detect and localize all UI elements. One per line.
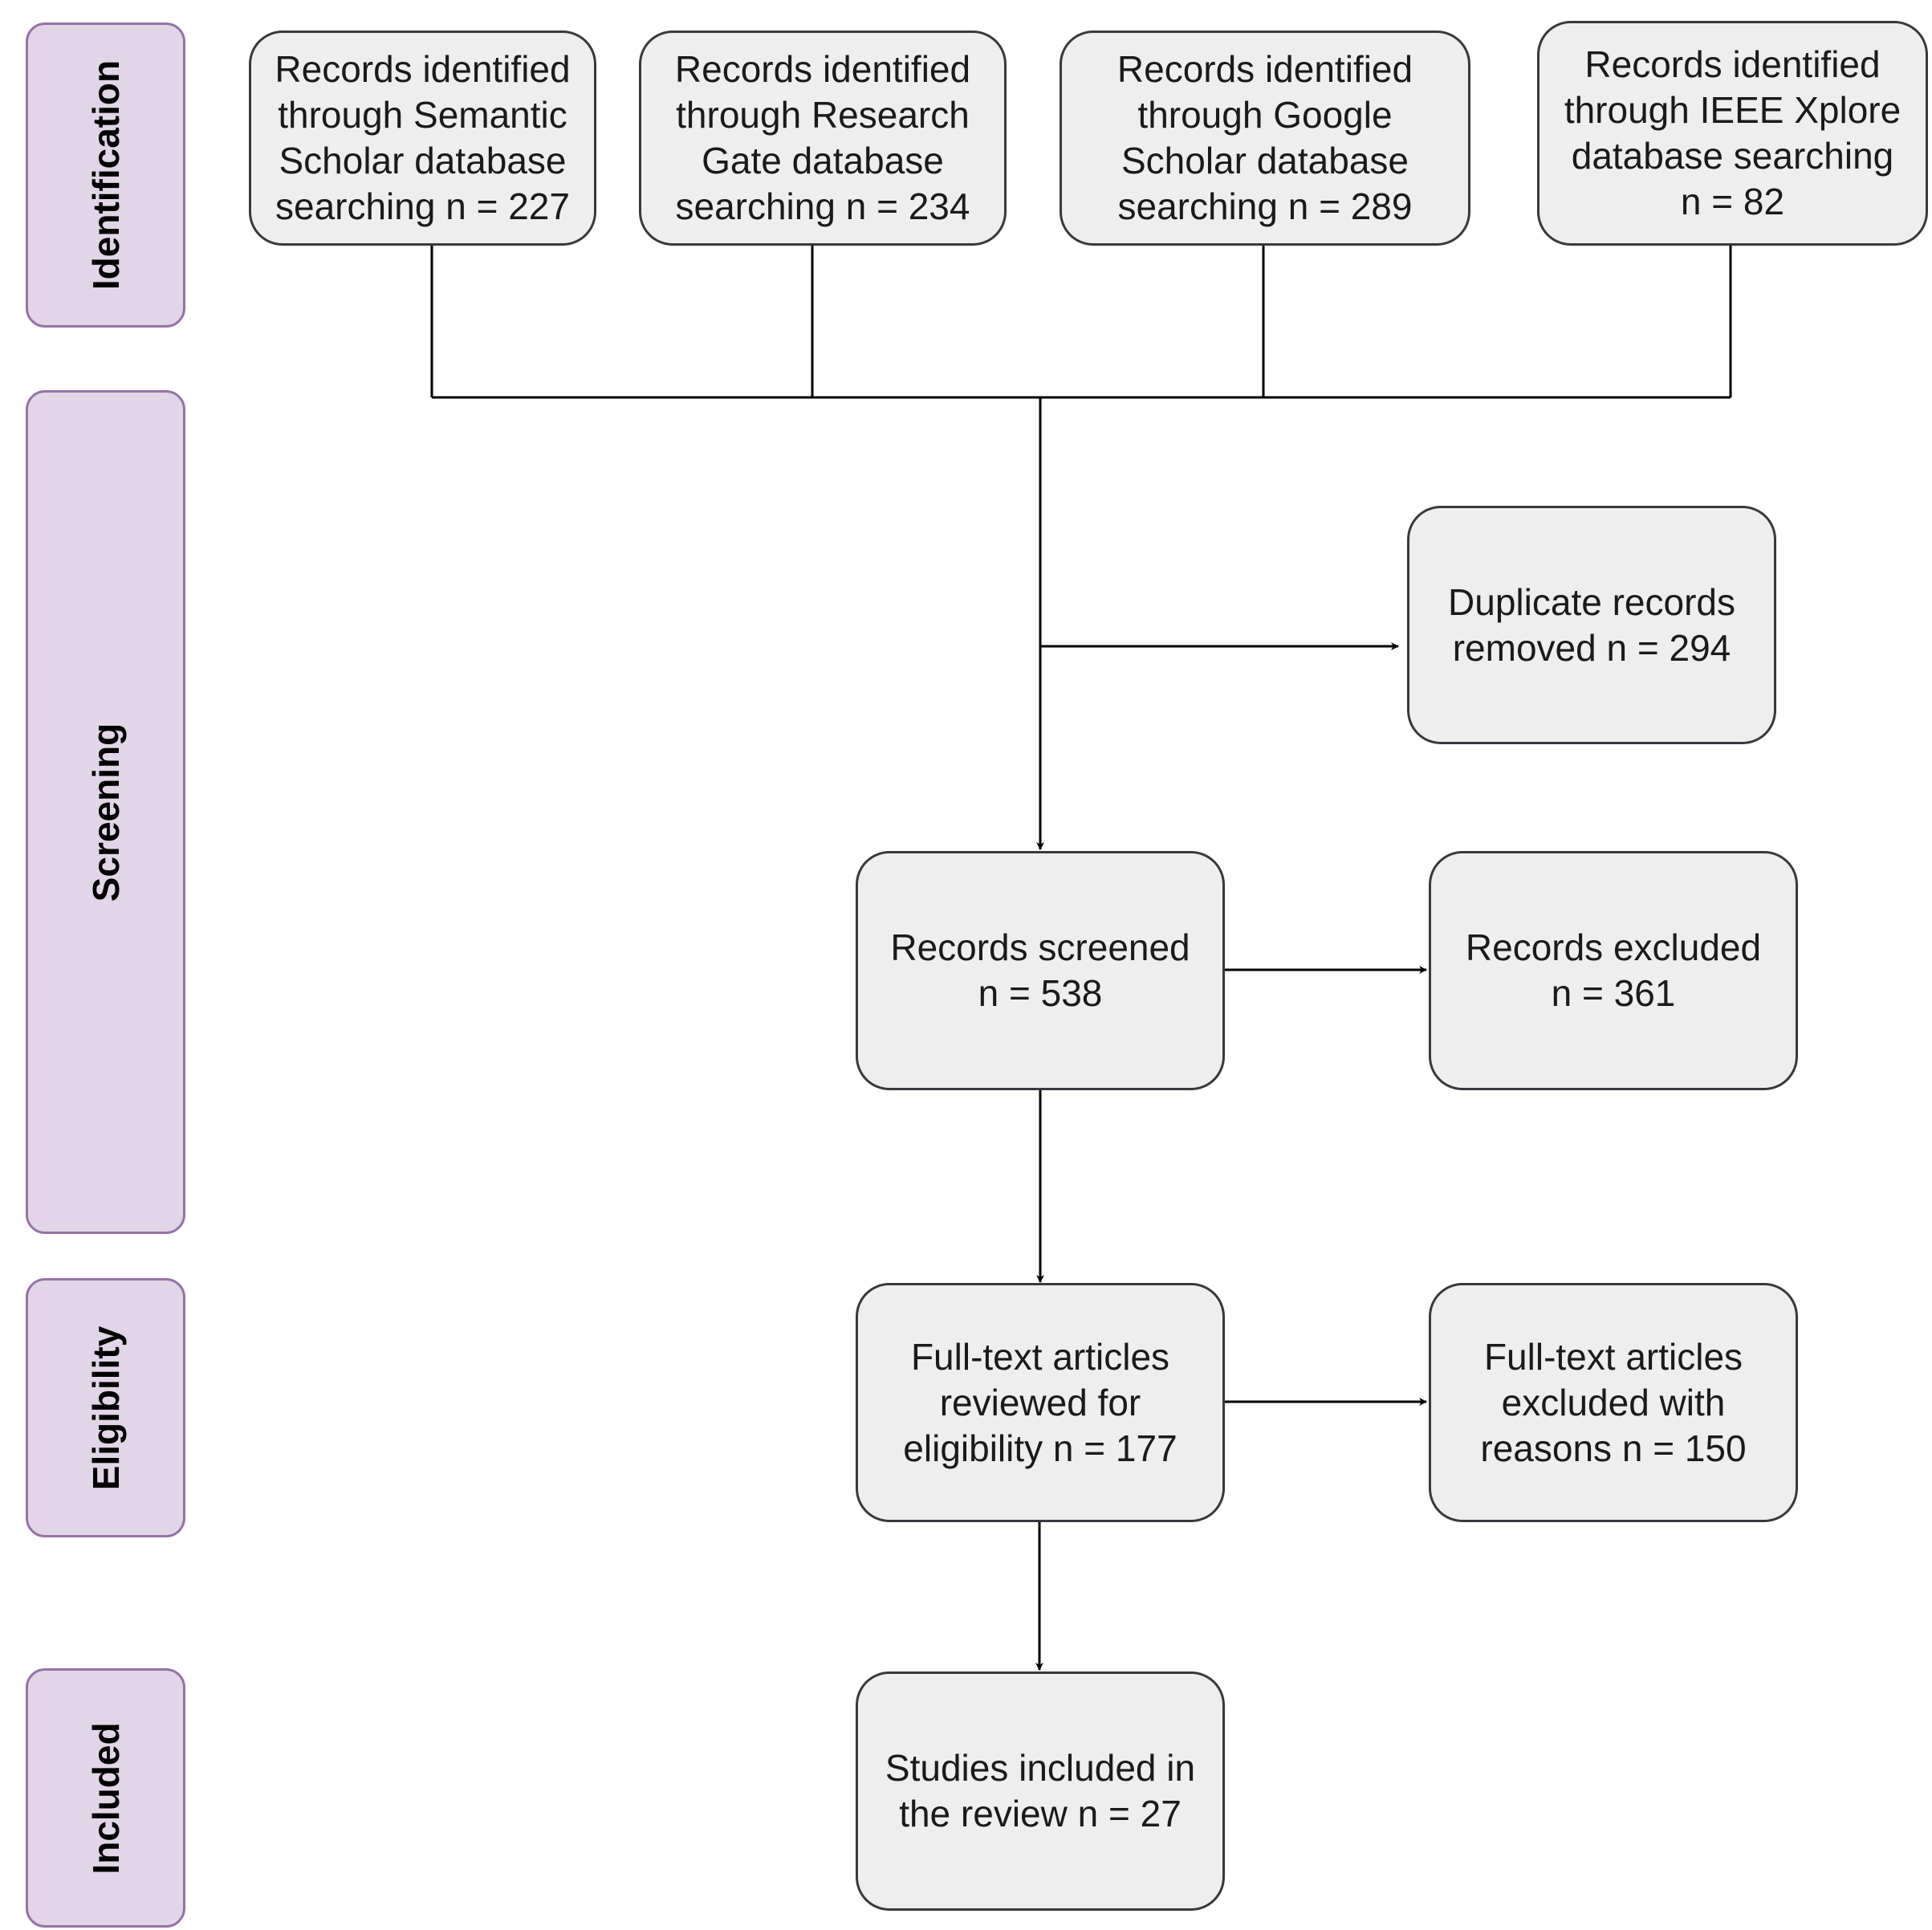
stage-screening: Screening bbox=[26, 390, 185, 1234]
box-line: Records identified bbox=[674, 48, 971, 90]
stage-identification: Identification bbox=[26, 22, 185, 328]
box-line: Scholar database bbox=[279, 140, 567, 181]
studies-included-box: Studies included in the review n = 27 bbox=[856, 1671, 1225, 1911]
box-line: Records identified bbox=[1116, 48, 1413, 90]
box-line: searching n = 227 bbox=[275, 185, 570, 227]
duplicate-records-box: Duplicate records removed n = 294 bbox=[1407, 506, 1776, 744]
records-screened-box: Records screened n = 538 bbox=[856, 851, 1225, 1090]
box-line: Records screened bbox=[890, 926, 1190, 968]
stage-identification-label: Identification bbox=[84, 59, 127, 291]
box-line: Duplicate records bbox=[1448, 580, 1735, 623]
box-line: reviewed for bbox=[939, 1381, 1141, 1423]
box-line: through Google bbox=[1137, 94, 1393, 136]
box-line: Full-text articles bbox=[1483, 1335, 1743, 1378]
box-line: Gate database bbox=[702, 140, 944, 181]
box-line: searching n = 289 bbox=[1117, 185, 1413, 227]
stage-eligibility: Eligibility bbox=[26, 1278, 185, 1537]
box-line: n = 82 bbox=[1680, 181, 1785, 222]
research-gate-records-box: Records identified through Research Gate… bbox=[639, 31, 1007, 246]
box-line: through Semantic bbox=[278, 94, 567, 136]
records-excluded-box: Records excluded n = 361 bbox=[1429, 851, 1798, 1090]
box-line: the review n = 27 bbox=[899, 1793, 1182, 1834]
fulltext-excluded-box: Full-text articles excluded with reasons… bbox=[1429, 1283, 1798, 1522]
stage-eligibility-label: Eligibility bbox=[84, 1325, 127, 1490]
ieee-xplore-records-box: Records identified through IEEE Xplore d… bbox=[1537, 21, 1928, 246]
box-line: through IEEE Xplore bbox=[1564, 89, 1901, 131]
google-scholar-records-box: Records identified through Google Schola… bbox=[1060, 31, 1470, 246]
box-line: Records identified bbox=[1584, 43, 1881, 85]
box-line: Records identified bbox=[275, 48, 571, 90]
stage-included-label: Included bbox=[84, 1721, 127, 1875]
box-line: Studies included in bbox=[885, 1747, 1196, 1789]
box-line: searching n = 234 bbox=[675, 185, 970, 227]
stage-included: Included bbox=[26, 1668, 185, 1928]
fulltext-reviewed-box: Full-text articles reviewed for eligibil… bbox=[856, 1283, 1225, 1522]
box-line: eligibility n = 177 bbox=[903, 1427, 1178, 1469]
box-line: excluded with bbox=[1501, 1381, 1726, 1423]
box-line: Records excluded bbox=[1465, 926, 1762, 968]
box-line: Full-text articles bbox=[910, 1335, 1170, 1378]
box-line: Scholar database bbox=[1121, 140, 1409, 181]
semantic-scholar-records-box: Records identified through Semantic Scho… bbox=[249, 31, 596, 246]
box-line: n = 361 bbox=[1551, 972, 1676, 1014]
stage-screening-label: Screening bbox=[84, 723, 127, 902]
box-line: removed n = 294 bbox=[1452, 626, 1731, 669]
box-line: through Research bbox=[676, 94, 970, 136]
box-line: database searching bbox=[1571, 135, 1894, 177]
box-line: reasons n = 150 bbox=[1480, 1427, 1747, 1469]
box-line: n = 538 bbox=[978, 972, 1103, 1014]
